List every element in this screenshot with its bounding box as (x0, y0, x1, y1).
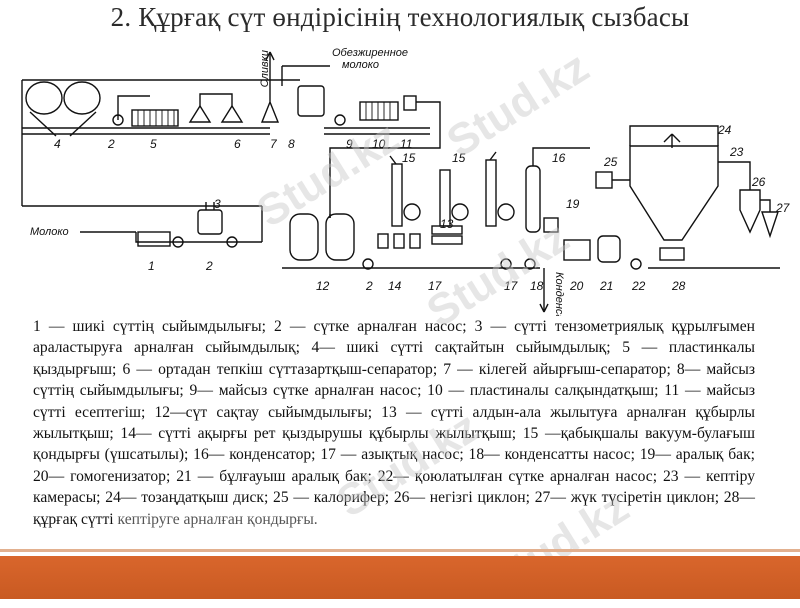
num-16: 16 (552, 151, 566, 165)
num-14: 14 (388, 279, 402, 293)
legend-last-line: кептіруге арналған қондырғы. (117, 510, 318, 528)
raw-milk-storage-tanks (25, 81, 101, 137)
process-flow-diagram: Сливки Обезжиренное молоко Молоко Конден… (21, 47, 791, 316)
footer-divider (0, 549, 800, 552)
num-7: 7 (270, 137, 278, 151)
num-22: 22 (631, 279, 646, 293)
num-9: 9 (346, 137, 353, 151)
drying-chamber-23 (629, 145, 719, 241)
num-24: 24 (717, 123, 732, 137)
num-11: 11 (400, 137, 412, 151)
plate-heater-fins (137, 110, 175, 126)
plate-heater-5 (131, 109, 179, 127)
pump-9 (334, 114, 346, 126)
num-26: 26 (751, 175, 766, 189)
calorifer-25 (595, 171, 613, 189)
vacuum-evaporator-15 (389, 151, 515, 227)
num-8: 8 (288, 137, 295, 151)
storage-tank-b (63, 81, 101, 115)
page-title: 2. Құрғақ сүт өндірісінің технологиялық … (110, 2, 690, 32)
unloading-cyclone-27 (761, 211, 779, 239)
legend-text: 1 — шикі сүттің сыйымдылығы; 2 — сүтке а… (33, 316, 755, 530)
num-19: 19 (566, 197, 580, 211)
num-25: 25 (603, 155, 618, 169)
receiving-pipe (80, 231, 262, 243)
storage-tank-a (25, 81, 63, 115)
label-moloko: Молоко (30, 226, 69, 238)
mixing-tank-3 (197, 209, 223, 235)
label-skim-milk-1: Обезжиренное (332, 47, 408, 59)
main-pipe-top (21, 79, 300, 206)
num-12: 12 (316, 279, 330, 293)
num-3: 3 (214, 197, 221, 211)
main-pipe-mid (22, 127, 270, 135)
pump-2-bottom-a (172, 236, 184, 248)
plate-cooler-10 (359, 101, 399, 121)
num-2c: 2 (365, 279, 373, 293)
num-2b: 2 (205, 259, 213, 273)
skim-milk-tank-8 (297, 85, 325, 117)
pump-2-mid (362, 258, 374, 270)
num-1: 1 (148, 259, 155, 273)
num-18: 18 (530, 279, 544, 293)
feed-pump-17 (500, 258, 512, 270)
drying-unit-28 (659, 247, 685, 261)
concentrate-pump-22 (630, 258, 642, 270)
num-4: 4 (54, 137, 61, 151)
condensate-pump-18 (524, 258, 536, 270)
tubular-heaters (377, 225, 463, 249)
atomizer-disk-24 (663, 133, 681, 148)
num-28: 28 (671, 279, 686, 293)
num-5: 5 (150, 137, 157, 151)
main-cyclone-26 (739, 189, 761, 234)
intermediate-tank-19 (543, 217, 559, 233)
centrifugal-separators-6 (188, 93, 244, 123)
num-13: 13 (440, 217, 454, 231)
num-21: 21 (599, 279, 613, 293)
legend-body: 1 — шикі сүттің сыйымдылығы; 2 — сүтке а… (33, 318, 755, 528)
raw-milk-tank-1 (137, 231, 171, 247)
footer-bar (0, 556, 800, 599)
num-20: 20 (569, 279, 584, 293)
pump-2-bottom-b (226, 236, 238, 248)
mixing-tank-21 (597, 235, 621, 263)
num-15a: 15 (402, 151, 416, 165)
label-kondensat: Конденсат (553, 272, 565, 316)
label-slivki: Сливки (259, 50, 271, 87)
num-23: 23 (729, 145, 744, 159)
num-2a: 2 (107, 137, 115, 151)
num-27: 27 (775, 201, 791, 215)
num-17b: 17 (504, 279, 519, 293)
homogenizer-20 (563, 239, 591, 261)
label-skim-milk-2: молоко (342, 59, 379, 71)
milk-storage-tank-12b (325, 213, 355, 261)
condenser-16 (525, 165, 541, 233)
num-15b: 15 (452, 151, 466, 165)
cream-separator-7 (260, 52, 280, 123)
skim-milk-meter-11 (403, 95, 417, 111)
num-6: 6 (234, 137, 241, 151)
milk-storage-tank-12a (289, 213, 319, 261)
num-10: 10 (372, 137, 386, 151)
num-17a: 17 (428, 279, 443, 293)
